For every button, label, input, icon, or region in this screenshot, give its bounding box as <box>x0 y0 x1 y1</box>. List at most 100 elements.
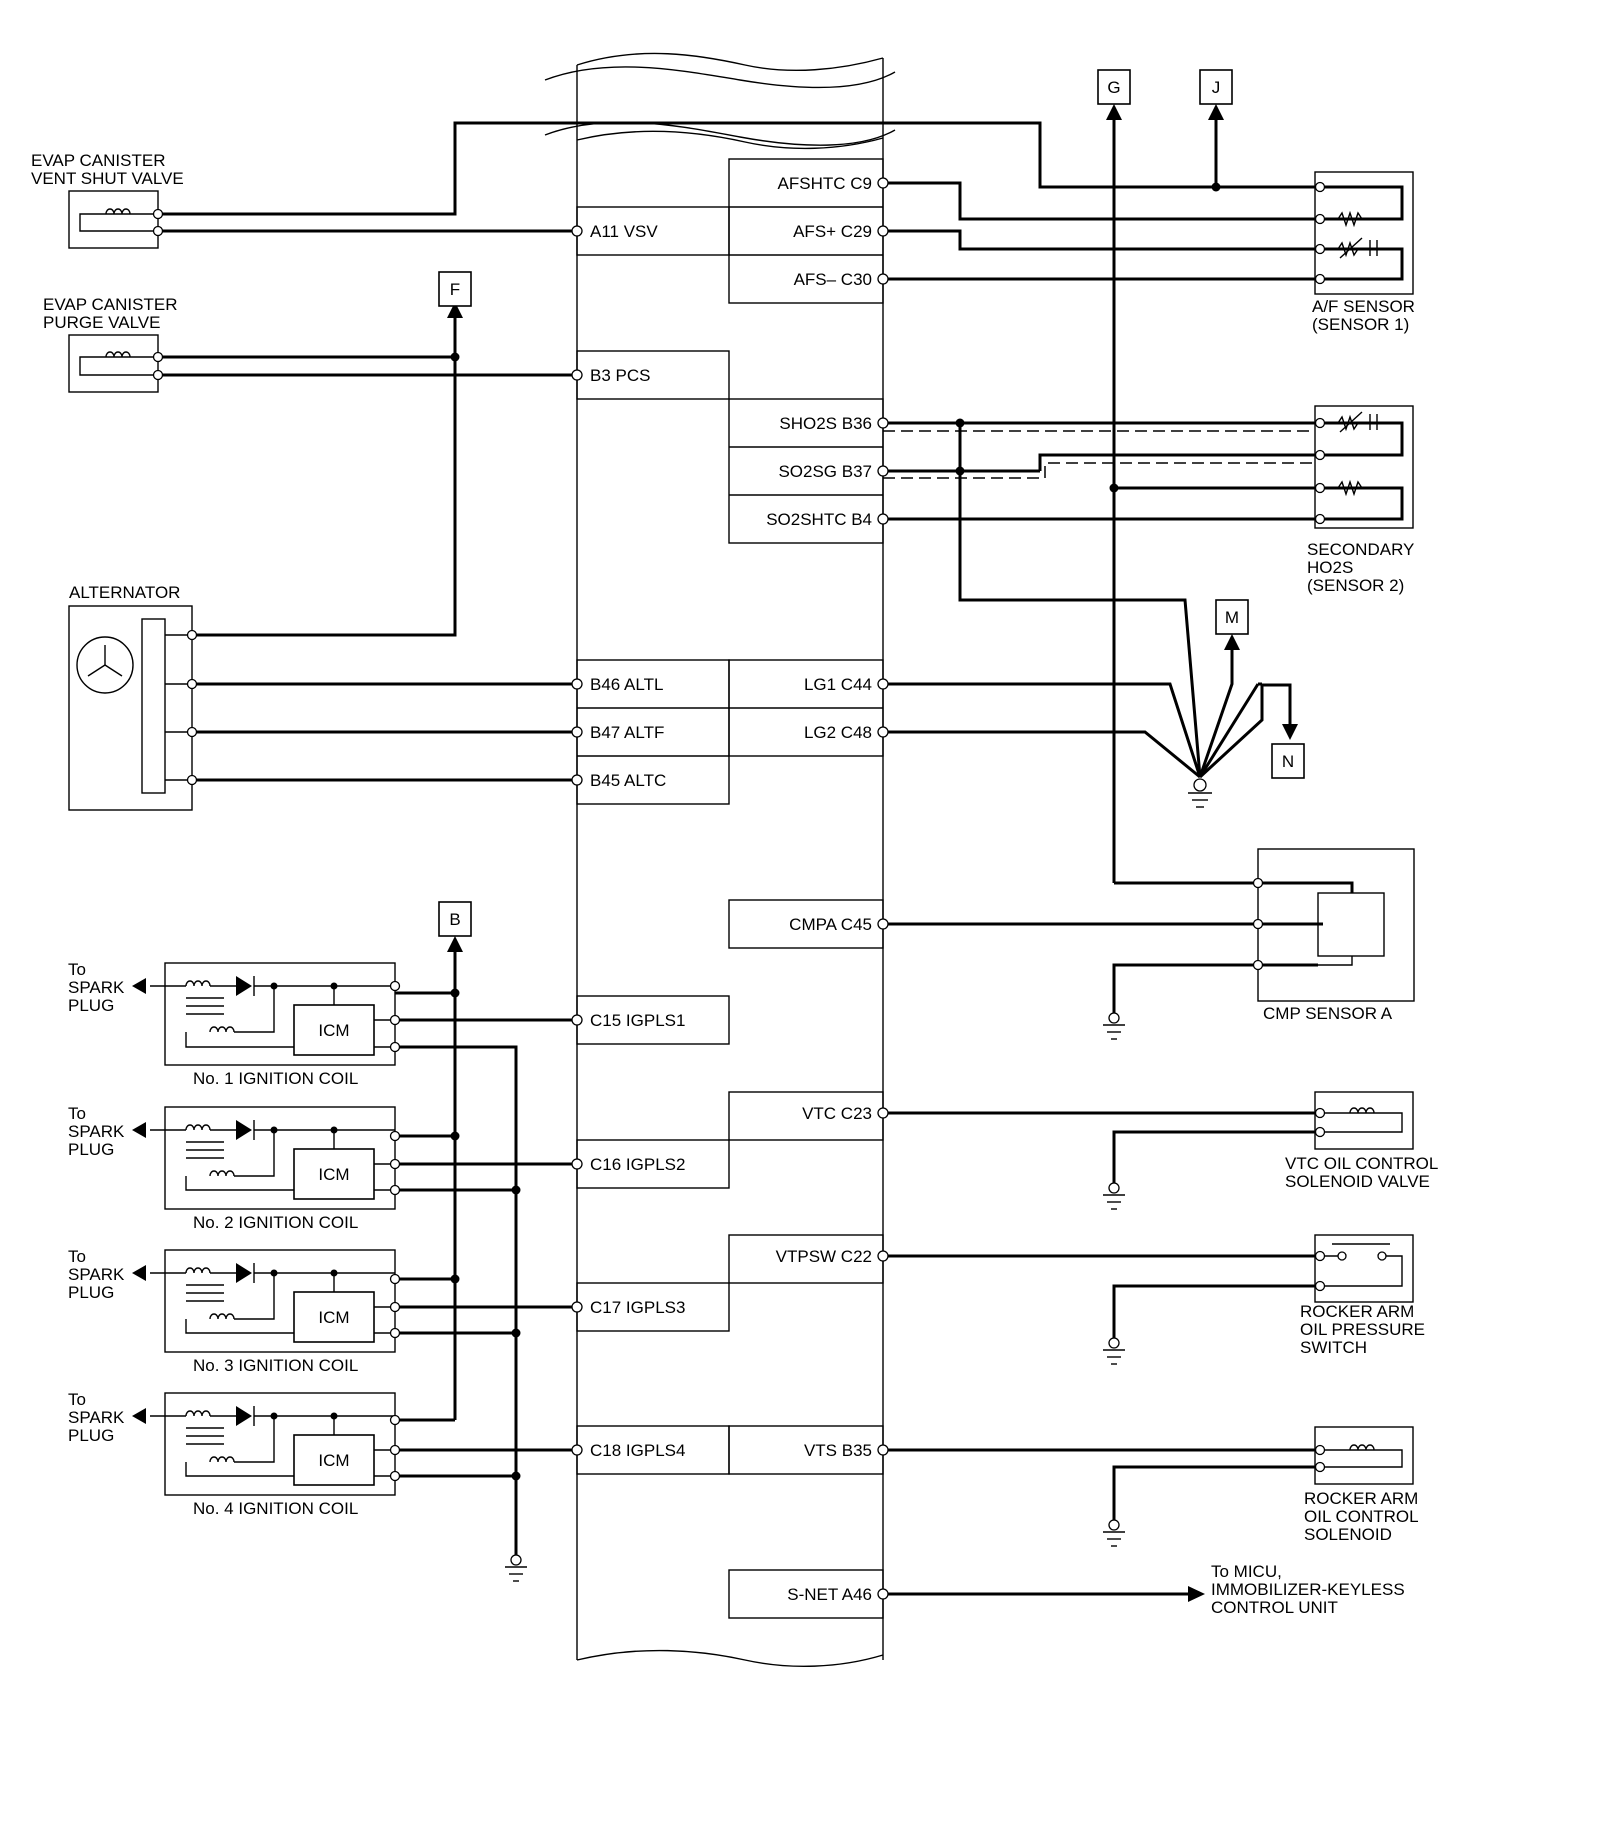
pin-label: A11 VSV <box>590 222 658 241</box>
pin-label: CMPA C45 <box>789 915 872 934</box>
ground-symbol <box>1188 778 1212 808</box>
component-label: SOLENOID VALVE <box>1285 1172 1430 1191</box>
icm-label: ICM <box>318 1021 349 1040</box>
component-label: (SENSOR 2) <box>1307 576 1404 595</box>
pin-label: B45 ALTC <box>590 771 666 790</box>
wires <box>158 110 1404 1602</box>
component-label: A/F SENSOR <box>1312 297 1415 316</box>
component-label: SECONDARY <box>1307 540 1414 559</box>
heater-resistor-icon <box>1337 479 1363 497</box>
spark-label: To <box>68 1390 86 1409</box>
component-label: IMMOBILIZER-KEYLESS <box>1211 1580 1405 1599</box>
pin-label: VTPSW C22 <box>776 1247 872 1266</box>
pin-label: AFSHTC C9 <box>778 174 872 193</box>
ignition-coil-1 <box>132 962 401 1066</box>
component-label: EVAP CANISTER <box>31 151 165 170</box>
component-label: SOLENOID <box>1304 1525 1392 1544</box>
alternator <box>68 605 198 811</box>
connector-label: F <box>450 280 460 299</box>
pin-label: B47 ALTF <box>590 723 664 742</box>
sensor-element-icon <box>1337 411 1378 433</box>
connector-label: G <box>1107 78 1120 97</box>
ground-icon <box>1103 1519 1125 1547</box>
pin-label: C18 IGPLS4 <box>590 1441 685 1460</box>
ground-symbols <box>505 1012 1125 1582</box>
coil-label: No. 2 IGNITION COIL <box>193 1213 358 1232</box>
icm-label: ICM <box>318 1308 349 1327</box>
component-label: OIL PRESSURE <box>1300 1320 1425 1339</box>
alternator-stator-icon <box>76 636 134 694</box>
evap-purge-valve <box>68 334 164 393</box>
spark-label: To <box>68 1247 86 1266</box>
diode-icon <box>236 1120 252 1140</box>
ground-icon <box>1103 1012 1125 1040</box>
component-label: VTC OIL CONTROL <box>1285 1154 1438 1173</box>
evap-vent-valve <box>68 190 164 249</box>
coil-label: No. 1 IGNITION COIL <box>193 1069 358 1088</box>
pin-label: LG2 C48 <box>804 723 872 742</box>
cmp-sensor <box>1252 848 1415 1002</box>
component-label: VENT SHUT VALVE <box>31 169 184 188</box>
spark-label: PLUG <box>68 996 114 1015</box>
coil-icon <box>105 351 131 358</box>
ignition-coils <box>132 962 401 1496</box>
diode-icon <box>236 976 252 996</box>
coil-icon <box>1349 1444 1375 1451</box>
coil-label: No. 3 IGNITION COIL <box>193 1356 358 1375</box>
pin-label: SO2SG B37 <box>778 462 872 481</box>
icm-label: ICM <box>318 1451 349 1470</box>
spark-label: PLUG <box>68 1140 114 1159</box>
component-label: To MICU, <box>1211 1562 1282 1581</box>
connector-label: N <box>1282 752 1294 771</box>
spark-label: To <box>68 960 86 979</box>
ecm-block <box>544 52 896 1668</box>
ignition-coil-2 <box>132 1106 401 1210</box>
spark-label: To <box>68 1104 86 1123</box>
spark-arrow-icon <box>132 978 146 994</box>
spark-arrow-icon <box>132 1408 146 1424</box>
pin-label: B46 ALTL <box>590 675 663 694</box>
component-label: EVAP CANISTER <box>43 295 177 314</box>
coil-label: No. 4 IGNITION COIL <box>193 1499 358 1518</box>
heater-resistor-icon <box>1337 210 1363 228</box>
coil-icon <box>1349 1107 1375 1114</box>
ground-icon <box>1103 1337 1125 1365</box>
spark-arrow-icon <box>132 1122 146 1138</box>
pin-label: AFS– C30 <box>794 270 872 289</box>
connector-label: B <box>449 910 460 929</box>
component-label: (SENSOR 1) <box>1312 315 1409 334</box>
secondary-ho2s <box>1314 405 1414 529</box>
pin-label: SO2SHTC B4 <box>766 510 872 529</box>
spark-label: SPARK <box>68 1265 125 1284</box>
spark-label: SPARK <box>68 1408 125 1427</box>
spark-label: SPARK <box>68 978 125 997</box>
pin-label: SHO2S B36 <box>779 414 872 433</box>
component-label: SWITCH <box>1300 1338 1367 1357</box>
pin-terminals <box>571 177 889 1600</box>
pin-label: VTC C23 <box>802 1104 872 1123</box>
component-label: PURGE VALVE <box>43 313 160 332</box>
connector-label: J <box>1212 78 1221 97</box>
ground-icon <box>1103 1182 1125 1210</box>
pin-label: B3 PCS <box>590 366 650 385</box>
component-label: ROCKER ARM <box>1304 1489 1418 1508</box>
ignition-coil-4 <box>132 1392 401 1496</box>
component-label: HO2S <box>1307 558 1353 577</box>
component-label: ALTERNATOR <box>69 583 180 602</box>
diode-icon <box>236 1406 252 1426</box>
pin-label: C17 IGPLS3 <box>590 1298 685 1317</box>
af-sensor <box>1314 171 1414 295</box>
spark-label: PLUG <box>68 1426 114 1445</box>
spark-label: PLUG <box>68 1283 114 1302</box>
pin-label: VTS B35 <box>804 1441 872 1460</box>
pin-label: C16 IGPLS2 <box>590 1155 685 1174</box>
diode-icon <box>236 1263 252 1283</box>
ignition-coil-3 <box>132 1249 401 1353</box>
connector-arrows <box>447 104 1298 952</box>
spark-label: SPARK <box>68 1122 125 1141</box>
connector-label: M <box>1225 608 1239 627</box>
ground-icon <box>505 1554 527 1582</box>
connector-boxes <box>438 69 1305 937</box>
rocker-arm-solenoid <box>1314 1426 1414 1485</box>
